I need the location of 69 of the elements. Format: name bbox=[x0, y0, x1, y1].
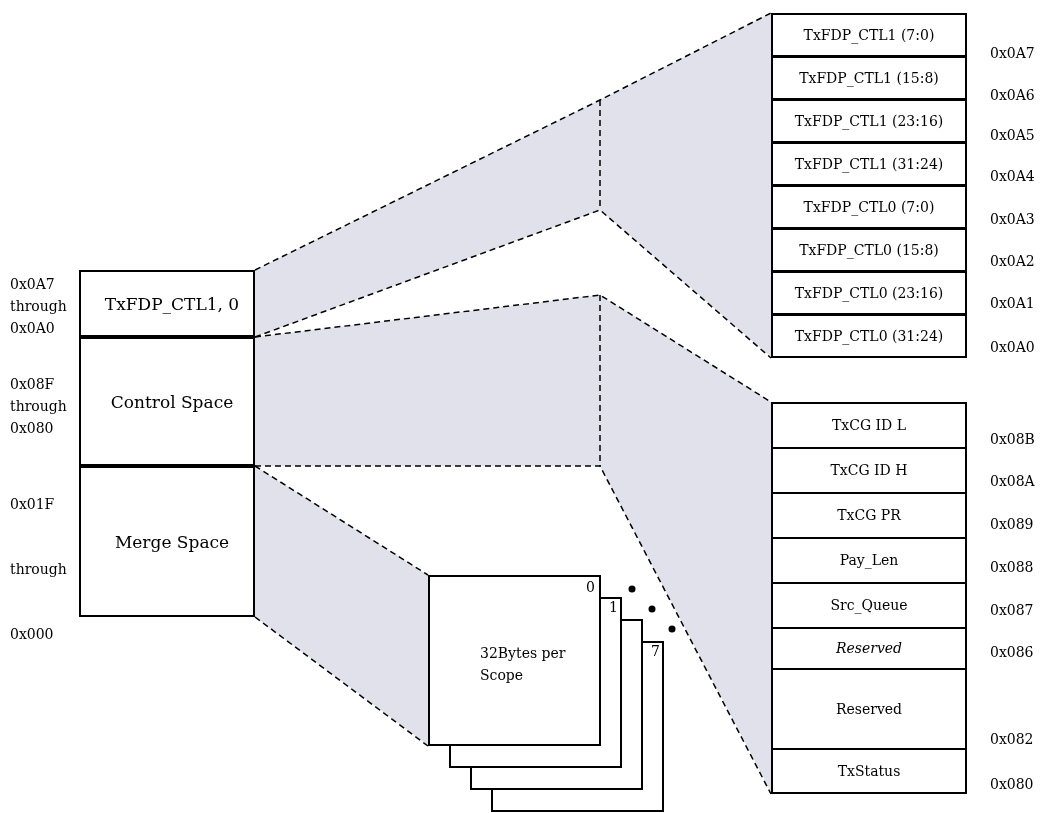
register-name: TxFDP_CTL0 (23:16) bbox=[794, 284, 944, 302]
register-name: TxFDP_CTL1 (15:8) bbox=[799, 69, 939, 87]
address-label: 0x089 bbox=[990, 515, 1035, 534]
scope-page bbox=[470, 619, 643, 790]
register-name: TxFDP_CTL0 (31:24) bbox=[794, 327, 944, 345]
page-number: 1 bbox=[609, 599, 618, 615]
register-name: TxFDP_CTL1 (7:0) bbox=[803, 26, 935, 44]
memory-region-box bbox=[79, 466, 255, 617]
page-number: 0 bbox=[586, 579, 595, 595]
register-name: TxFDP_CTL1 (31:24) bbox=[794, 155, 944, 173]
register-row bbox=[771, 13, 967, 57]
address-label: 0x0A7 bbox=[990, 44, 1036, 63]
register-row bbox=[771, 668, 967, 750]
register-name: Pay_Len bbox=[839, 552, 899, 569]
register-row bbox=[771, 271, 967, 315]
zoom-line bbox=[254, 616, 429, 747]
memory-region-box bbox=[79, 270, 255, 337]
register-row bbox=[771, 142, 967, 186]
memory-region-box bbox=[79, 337, 255, 466]
register-row bbox=[771, 402, 967, 449]
register-row bbox=[771, 582, 967, 629]
address-label: 0x0A0 bbox=[990, 338, 1036, 357]
register-name: Reserved bbox=[835, 700, 903, 718]
address-label: 0x0A7 through 0x0A0 bbox=[10, 275, 68, 338]
address-label: 0x086 bbox=[990, 643, 1035, 662]
address-label: 0x087 bbox=[990, 601, 1035, 620]
scope-page bbox=[449, 597, 622, 768]
register-row bbox=[771, 228, 967, 272]
address-label: 0x0A5 bbox=[990, 126, 1036, 145]
register-row bbox=[771, 748, 967, 794]
register-name: TxCG PR bbox=[837, 507, 901, 524]
register-name: Reserved bbox=[835, 640, 903, 657]
region-label: Control Space bbox=[109, 391, 235, 412]
register-row bbox=[771, 492, 967, 539]
register-name: TxStatus bbox=[837, 762, 901, 780]
page-number: 7 bbox=[651, 643, 660, 659]
address-label: 0x08F through 0x080 bbox=[10, 375, 68, 438]
region-label: Merge Space bbox=[113, 531, 231, 552]
register-row bbox=[771, 447, 967, 494]
zoom-line bbox=[254, 209, 772, 359]
register-name: TxCG ID H bbox=[830, 462, 908, 479]
register-name: Src_Queue bbox=[830, 597, 908, 614]
page-description: 32Bytes per Scope bbox=[480, 644, 567, 685]
register-row bbox=[771, 99, 967, 143]
region-label: TxFDP_CTL1, 0 bbox=[103, 293, 241, 314]
scope-page bbox=[428, 575, 601, 746]
address-label: 0x08B bbox=[990, 430, 1036, 449]
register-row bbox=[771, 56, 967, 100]
register-row bbox=[771, 537, 967, 584]
zoom-line bbox=[254, 465, 772, 795]
zoom-line bbox=[254, 12, 772, 271]
address-label: 0x0A4 bbox=[990, 167, 1036, 186]
address-label: 0x0A3 bbox=[990, 210, 1036, 229]
register-name: TxFDP_CTL0 (7:0) bbox=[803, 198, 935, 216]
register-name: TxFDP_CTL1 (23:16) bbox=[794, 112, 944, 130]
address-label: 0x080 bbox=[990, 775, 1035, 794]
address-label: 0x08A bbox=[990, 472, 1036, 491]
zoom-line bbox=[254, 465, 429, 576]
register-name: TxFDP_CTL0 (15:8) bbox=[799, 241, 939, 259]
address-label: 0x01F through 0x000 bbox=[10, 495, 68, 644]
register-row bbox=[771, 185, 967, 229]
register-row bbox=[771, 314, 967, 358]
address-label: 0x0A2 bbox=[990, 252, 1036, 271]
address-label: 0x0A1 bbox=[990, 294, 1036, 313]
address-label: 0x082 bbox=[990, 730, 1035, 749]
register-name: TxCG ID L bbox=[831, 417, 907, 434]
address-label: 0x0A6 bbox=[990, 86, 1036, 105]
address-label: 0x088 bbox=[990, 558, 1035, 577]
register-row bbox=[771, 627, 967, 670]
